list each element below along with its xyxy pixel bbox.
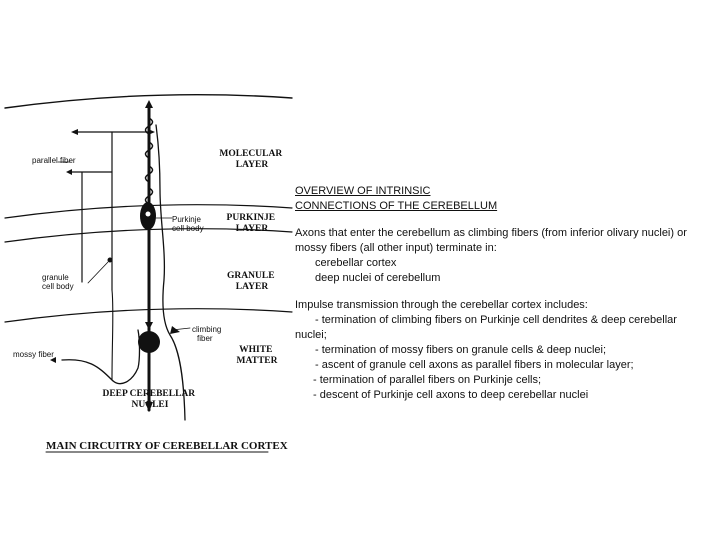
notes-p2-item-2: - termination of mossy fibers on granule… [315, 344, 607, 356]
parallel-fiber-branch-arrow [66, 169, 72, 175]
notes-p1-line-1: Axons that enter the cerebellum as climb… [295, 227, 687, 239]
notes-p2-item-3: - ascent of granule cell axons as parall… [315, 359, 634, 371]
notes-p1-item-2: deep nuclei of cerebellum [315, 272, 441, 284]
layer-boundary-top [4, 93, 293, 109]
climbing-fiber [155, 124, 186, 421]
deep-nucleus-cell [138, 331, 160, 353]
notes-title-line-1: OVERVIEW OF INTRINSIC [295, 185, 431, 197]
mossy-fiber-branch [111, 289, 114, 381]
label-climbing-fiber: climbing fiber [192, 325, 224, 343]
notes-p2-item-4: - termination of parallel fibers on Purk… [313, 374, 542, 386]
axon-arrow-1 [145, 322, 153, 330]
notes-p2-item-1-cont: nuclei; [295, 329, 327, 341]
label-granule-layer: GRANULE LAYER [227, 271, 277, 292]
label-mossy-fiber: mossy fiber [13, 350, 54, 359]
parallel-fiber-branch [69, 171, 113, 283]
mossy-fiber-arrow [50, 357, 56, 363]
notes-p2-item-5: - descent of Purkinje cell axons to deep… [313, 389, 589, 401]
label-purkinje-cell-body: Purkinje cell body [172, 215, 204, 233]
label-molecular-layer: MOLECULAR LAYER [219, 149, 284, 170]
notes-paragraph-2: Impulse transmission through the cerebel… [295, 298, 720, 403]
purkinje-nucleus [145, 211, 151, 217]
label-white-matter: WHITE MATTER [237, 345, 278, 366]
notes-p2-item-1: - termination of climbing fibers on Purk… [315, 314, 677, 326]
notes-p1-item-1: cerebellar cortex [315, 257, 397, 269]
purkinje-dendrite-coil [144, 117, 154, 205]
notes-title: OVERVIEW OF INTRINSIC CONNECTIONS OF THE… [295, 184, 720, 214]
label-deep-nuclei: DEEP CEREBELLAR NUCLEI [102, 389, 197, 410]
overview-notes: OVERVIEW OF INTRINSIC CONNECTIONS OF THE… [295, 184, 720, 403]
notes-p1-line-2: mossy fibers (all other input) terminate… [295, 242, 497, 254]
parallel-fiber-arrow-right [148, 129, 155, 135]
axon-output-arrow [145, 402, 153, 412]
diagram-caption: MAIN CIRCUITRY OF CEREBELLAR CORTEX [46, 440, 288, 452]
axon-top-arrow [145, 100, 153, 108]
notes-p2-intro: Impulse transmission through the cerebel… [295, 299, 588, 311]
parallel-fiber-arrow-left [71, 129, 78, 135]
notes-title-line-2: CONNECTIONS OF THE CEREBELLUM [295, 200, 498, 212]
label-purkinje-layer: PURKINJE LAYER [227, 213, 278, 234]
granule-pointer [87, 261, 109, 284]
climbing-pointer [171, 327, 191, 331]
label-parallel-fiber: parallel fiber [32, 156, 76, 165]
label-granule-cell-body: granule cell body [42, 273, 74, 291]
mossy-fiber [61, 329, 141, 385]
notes-paragraph-1: Axons that enter the cerebellum as climb… [295, 226, 720, 286]
granule-cell-body [107, 257, 113, 263]
